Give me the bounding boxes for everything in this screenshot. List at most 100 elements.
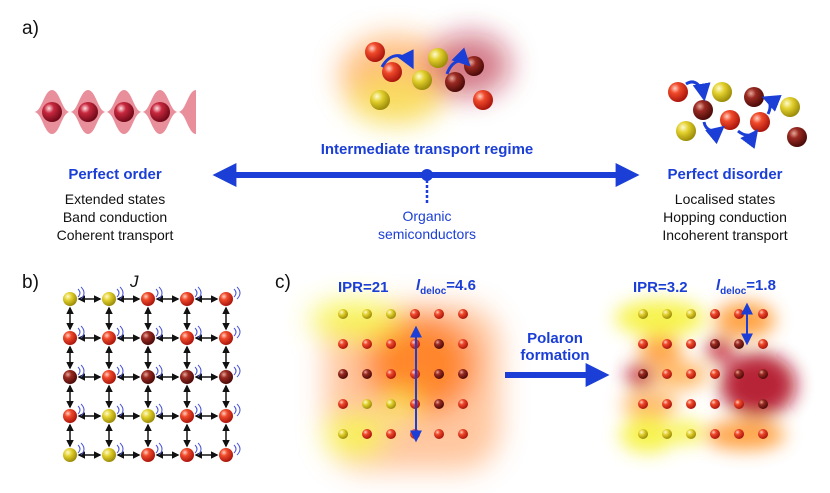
- grid-site: [386, 339, 396, 349]
- lattice-site: [180, 292, 194, 306]
- vibration-mark: [119, 442, 124, 456]
- ipr-left: IPR=21: [338, 279, 389, 296]
- hop-arrow: [445, 47, 471, 75]
- lattice-site: [63, 331, 77, 345]
- grid-site: [710, 369, 720, 379]
- vibration-mark: [80, 364, 85, 378]
- grid-site: [338, 399, 348, 409]
- localised-grid: [615, 300, 796, 453]
- grid-site: [758, 339, 768, 349]
- vibration-mark: [233, 366, 237, 376]
- grid-site: [638, 309, 648, 319]
- grid-site: [434, 339, 444, 349]
- vibration-mark: [77, 288, 81, 298]
- lattice-site: [180, 409, 194, 423]
- grid-site: [734, 429, 744, 439]
- vibration-mark: [236, 403, 241, 417]
- polaron-line: Polaron: [527, 330, 583, 347]
- deloc-value: =4.6: [446, 277, 476, 294]
- vibration-mark: [155, 327, 159, 337]
- disorder-site: [676, 121, 696, 141]
- deloc-subscript: deloc: [420, 286, 447, 297]
- vibration-mark: [194, 366, 198, 376]
- organic-line: Organic: [402, 208, 452, 224]
- regime-axis-marker: [421, 169, 433, 181]
- vibration-mark: [155, 405, 159, 415]
- vibration-mark: [116, 444, 120, 454]
- grid-site: [734, 339, 744, 349]
- intermediate-title: Intermediate transport regime: [320, 141, 534, 158]
- grid-site: [662, 399, 672, 409]
- lattice-site: [180, 448, 194, 462]
- order-wave-illustration: [34, 90, 196, 134]
- grid-site: [458, 339, 468, 349]
- disorder-line: Hopping conduction: [663, 209, 787, 225]
- grid-site: [458, 369, 468, 379]
- grid-site: [362, 339, 372, 349]
- lattice-site: [141, 409, 155, 423]
- vibration-mark: [116, 405, 120, 415]
- deloc-symbol: l: [416, 277, 421, 294]
- order-site: [150, 102, 170, 122]
- vibration-mark: [116, 327, 120, 337]
- lattice-site: [63, 409, 77, 423]
- lattice-diagram: [63, 286, 241, 462]
- grid-site: [686, 399, 696, 409]
- panel-label-a: a): [22, 18, 39, 39]
- vibration-mark: [80, 403, 85, 417]
- delocalised-grid: [310, 302, 500, 470]
- intermediate-illustration: [340, 33, 510, 125]
- grid-site: [638, 369, 648, 379]
- deloc-value: =1.8: [746, 277, 776, 294]
- lattice-site: [180, 370, 194, 384]
- grid-site: [662, 339, 672, 349]
- disorder-site: [668, 82, 688, 102]
- vibration-mark: [197, 364, 202, 378]
- disorder-site: [744, 87, 764, 107]
- lattice-site: [102, 409, 116, 423]
- grid-site: [758, 399, 768, 409]
- vibration-mark: [80, 286, 85, 300]
- intermediate-site: [428, 48, 448, 68]
- vibration-mark: [197, 403, 202, 417]
- vibration-mark: [236, 286, 241, 300]
- vibration-mark: [197, 442, 202, 456]
- vibration-mark: [194, 288, 198, 298]
- vibration-mark: [119, 403, 124, 417]
- grid-site: [410, 309, 420, 319]
- vibration-mark: [119, 364, 124, 378]
- grid-site: [458, 309, 468, 319]
- vibration-mark: [77, 405, 81, 415]
- panel-label-c: c): [275, 272, 291, 293]
- vibration-mark: [155, 288, 159, 298]
- grid-site: [662, 309, 672, 319]
- grid-site: [662, 369, 672, 379]
- grid-site: [710, 399, 720, 409]
- hop-arrow: [380, 49, 414, 70]
- vibration-mark: [119, 286, 124, 300]
- vibration-mark: [155, 366, 159, 376]
- lattice-site: [102, 331, 116, 345]
- vibration-mark: [80, 442, 85, 456]
- grid-site: [338, 369, 348, 379]
- vibration-mark: [158, 286, 163, 300]
- vibration-mark: [116, 288, 120, 298]
- grid-site: [686, 339, 696, 349]
- grid-site: [362, 369, 372, 379]
- grid-site: [686, 309, 696, 319]
- grid-site: [734, 369, 744, 379]
- organic-line: semiconductors: [377, 226, 477, 242]
- lattice-site: [102, 292, 116, 306]
- grid-site: [458, 399, 468, 409]
- vibration-mark: [194, 327, 198, 337]
- disorder-illustration: [668, 80, 807, 149]
- grid-site: [710, 429, 720, 439]
- vibration-mark: [236, 325, 241, 339]
- coupling-label: J: [130, 272, 139, 291]
- grid-site: [338, 309, 348, 319]
- vibration-mark: [119, 325, 124, 339]
- disorder-site: [693, 100, 713, 120]
- vibration-mark: [233, 327, 237, 337]
- grid-site: [362, 429, 372, 439]
- lattice-site: [141, 331, 155, 345]
